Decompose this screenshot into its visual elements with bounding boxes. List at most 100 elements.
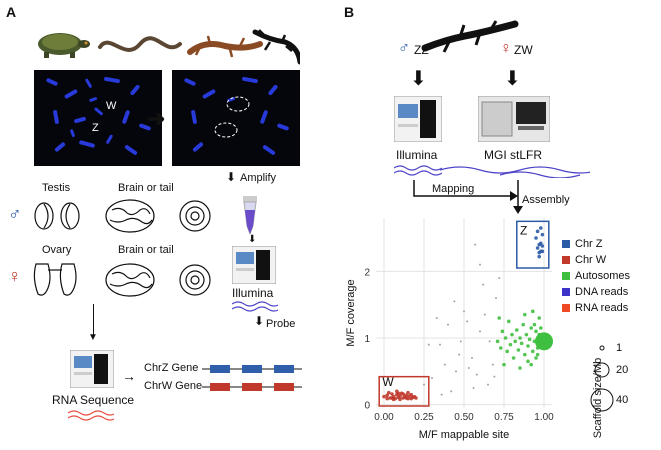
legend-item-dna-reads: DNA reads [562, 284, 658, 300]
point-chr-w [390, 392, 394, 396]
rna-arrow-line [93, 304, 94, 338]
size-legend-circle-20 [594, 362, 610, 378]
point-other [488, 340, 491, 343]
point-chr-z [534, 236, 538, 240]
probe-label: Probe [266, 318, 296, 330]
probe-arrow-icon: ⬇ [254, 314, 265, 328]
point-chr-w [382, 394, 386, 399]
panel-a-letter: A [6, 4, 17, 20]
point-autosomes [523, 352, 527, 357]
point-autosomes [513, 339, 517, 344]
point-autosomes [526, 359, 530, 364]
point-other [453, 300, 456, 303]
point-other [475, 373, 478, 376]
point-autosomes [532, 322, 537, 327]
point-autosomes-large [535, 332, 553, 351]
point-other [474, 243, 477, 246]
point-autosomes [516, 348, 521, 352]
point-autosomes [497, 316, 501, 320]
point-autosomes [524, 332, 529, 337]
point-autosomes [508, 342, 513, 347]
male-karyotype-label: ZZ [414, 43, 429, 57]
legend-label-chr-z: Chr Z [575, 238, 603, 250]
karyotype-micrograph-before: W Z [34, 70, 162, 166]
legend-swatch-chr-w [562, 256, 570, 264]
point-autosomes [527, 337, 532, 342]
point-autosomes [531, 349, 535, 354]
tube-arrow-icon: ⬇ [248, 234, 257, 245]
testis-icon [34, 202, 80, 230]
rna-sequencer-icon [70, 350, 114, 388]
point-autosomes [511, 356, 516, 360]
dissected-z-circle [214, 122, 238, 138]
point-other [450, 390, 453, 393]
chromosomes-before [46, 76, 151, 155]
point-other [427, 343, 430, 346]
brain-icon-female [105, 263, 155, 297]
point-autosomes [519, 341, 524, 346]
chrw-gene-label: ChrW Gene [144, 380, 203, 392]
x-tick-label: 1.00 [534, 412, 554, 423]
point-chr-z [535, 229, 540, 234]
size-legend-circle-1 [599, 345, 605, 351]
point-autosomes [518, 366, 522, 370]
point-autosomes [535, 352, 540, 357]
point-other [435, 317, 438, 319]
rna-reads-wave [68, 410, 114, 421]
legend-label-dna-reads: DNA reads [575, 286, 629, 298]
legend-label-autosomes: Autosomes [575, 270, 631, 282]
panel-b-letter: B [344, 4, 355, 20]
point-chr-z [539, 226, 543, 230]
point-other [443, 363, 446, 366]
chrw-exon [274, 383, 294, 391]
point-chr-w [409, 396, 413, 401]
illumina-machine-icon [232, 246, 276, 284]
brain-or-tail-label-male: Brain or tail [118, 182, 174, 194]
karyotype-micrograph-after [172, 70, 300, 166]
point-chr-w [398, 397, 402, 402]
point-autosomes [526, 344, 530, 348]
point-chr-w [396, 391, 401, 396]
male-symbol-b: ♂ [398, 40, 410, 57]
point-other [479, 263, 481, 266]
illumina-label-a: Illumina [232, 286, 274, 300]
point-other [431, 377, 433, 379]
point-autosomes [518, 336, 522, 340]
point-autosomes [537, 316, 541, 320]
assembly-label: Assembly [522, 194, 570, 206]
point-autosomes [515, 328, 519, 332]
point-chr-w [390, 396, 394, 400]
point-autosomes [521, 322, 525, 327]
legend-swatch-chr-z [562, 240, 570, 248]
point-chr-z [537, 254, 541, 259]
point-autosomes [510, 332, 514, 337]
tube-icon [243, 196, 257, 236]
legend-label-rna-reads: RNA reads [575, 302, 629, 314]
legend-swatch-rna-reads [562, 304, 570, 312]
ovary-icon [33, 263, 77, 296]
x-tick-label: 0.25 [414, 412, 434, 423]
micrograph-arrow-icon: ➜ [147, 106, 166, 131]
chart-legend: Chr Z Chr W Autosomes DNA reads RNA read… [562, 236, 658, 316]
female-symbol: ♀ [8, 266, 22, 286]
rna-arrow-icon: ▼ [88, 332, 98, 343]
chr-w-box-label: W [382, 375, 394, 389]
point-chr-z [537, 250, 541, 255]
point-autosomes [503, 336, 508, 340]
point-other [498, 277, 501, 279]
legend-item-chr-w: Chr W [562, 252, 658, 268]
point-other [458, 353, 461, 356]
point-chr-w [387, 390, 391, 395]
legend-swatch-dna-reads [562, 288, 570, 296]
dna-reads-wave-a [232, 301, 278, 312]
x-tick-label: 0.50 [454, 412, 474, 423]
point-other [493, 375, 496, 378]
point-other [479, 330, 481, 333]
chrz-exon [210, 365, 230, 373]
lizard-icon [252, 29, 300, 65]
point-autosomes [529, 326, 533, 330]
y-tick-label: 2 [364, 267, 370, 278]
point-other [495, 297, 497, 299]
point-autosomes [523, 312, 527, 317]
